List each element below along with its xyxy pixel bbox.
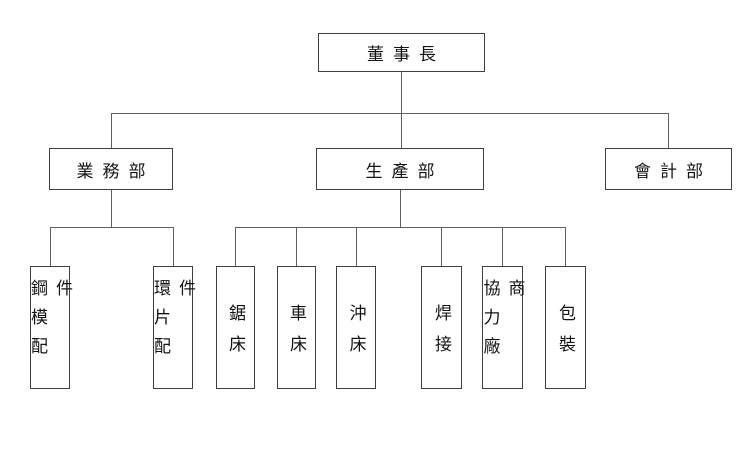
connector-business-bus bbox=[50, 227, 174, 228]
connector-drop-accounting bbox=[668, 113, 669, 148]
org-node-sawing-machine: 鋸床 bbox=[216, 266, 255, 389]
org-node-subcontractors: 協力廠商 bbox=[481, 266, 525, 389]
connector-drop-saw bbox=[235, 227, 236, 266]
org-node-steel-mold-parts: 鋼模配件 bbox=[28, 266, 72, 389]
org-node-ring-segment-parts: 環片配件 bbox=[151, 266, 195, 389]
connector-root-drop bbox=[401, 72, 402, 113]
org-node-punch-press: 沖床 bbox=[336, 266, 376, 389]
connector-production-drop bbox=[400, 190, 401, 227]
connector-business-drop bbox=[111, 190, 112, 227]
connector-level1-bus bbox=[111, 113, 669, 114]
org-node-welding: 焊接 bbox=[421, 266, 462, 389]
org-node-packaging: 包裝 bbox=[545, 266, 586, 389]
connector-drop-packaging bbox=[565, 227, 566, 266]
org-node-business-dept: 業務部 bbox=[49, 148, 173, 190]
org-node-production-dept: 生產部 bbox=[316, 148, 484, 190]
connector-drop-subcontract bbox=[502, 227, 503, 266]
connector-drop-steel-mold bbox=[50, 227, 51, 266]
connector-drop-production bbox=[401, 113, 402, 148]
connector-drop-business bbox=[111, 113, 112, 148]
connector-drop-ring-parts bbox=[173, 227, 174, 266]
org-node-chairman: 董事長 bbox=[318, 33, 485, 72]
connector-production-bus bbox=[235, 227, 566, 228]
org-node-lathe: 車床 bbox=[277, 266, 316, 389]
connector-drop-lathe bbox=[296, 227, 297, 266]
connector-drop-welding bbox=[441, 227, 442, 266]
org-node-accounting-dept: 會計部 bbox=[605, 148, 732, 190]
connector-drop-punch bbox=[356, 227, 357, 266]
